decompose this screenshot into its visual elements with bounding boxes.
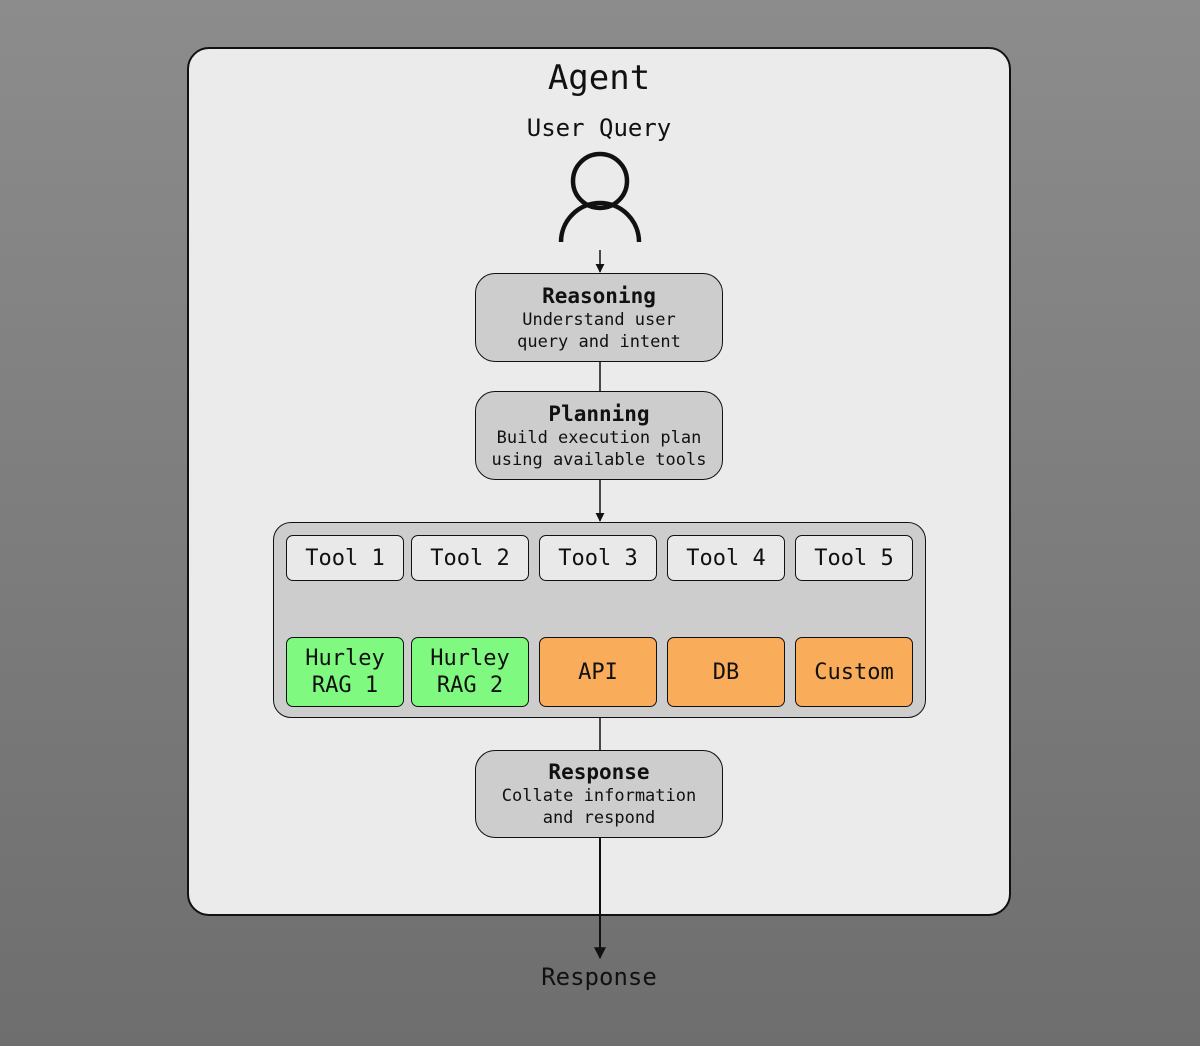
response-title: Response	[548, 760, 650, 784]
tool-box: Tool 3	[539, 535, 657, 581]
tool-box: Tool 2	[411, 535, 529, 581]
resource-hurley-rag-2: Hurley RAG 2	[411, 637, 529, 707]
tool-box: Tool 1	[286, 535, 404, 581]
reasoning-description: Understand user query and intent	[517, 309, 681, 352]
planning-title: Planning	[548, 401, 650, 426]
tool-box: Tool 5	[795, 535, 913, 581]
planning-box: Planning Build execution plan using avai…	[475, 391, 723, 480]
resource-custom: Custom	[795, 637, 913, 707]
reasoning-box: Reasoning Understand user query and inte…	[475, 273, 723, 362]
agent-title: Agent	[547, 58, 651, 98]
resource-hurley-rag-1: Hurley RAG 1	[286, 637, 404, 707]
output-response-label: Response	[541, 963, 657, 991]
user-icon	[558, 151, 642, 243]
reasoning-title: Reasoning	[542, 283, 656, 308]
resource-db: DB	[667, 637, 785, 707]
tool-box: Tool 4	[667, 535, 785, 581]
response-box: Response Collate information and respond	[475, 750, 723, 838]
planning-description: Build execution plan using available too…	[491, 427, 707, 470]
response-description: Collate information and respond	[501, 786, 697, 828]
resource-api: API	[539, 637, 657, 707]
user-query-label: User Query	[526, 114, 672, 142]
